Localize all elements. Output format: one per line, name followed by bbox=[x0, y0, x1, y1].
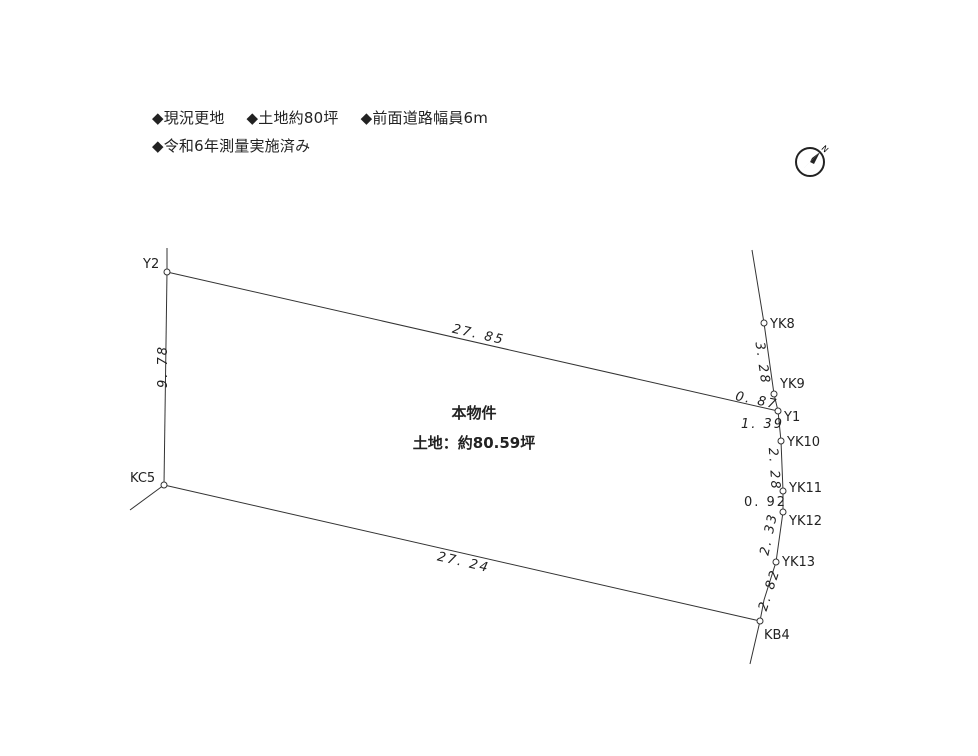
label-y1: Y1 bbox=[783, 410, 800, 425]
note-road-width: ◆前面道路幅員6m bbox=[360, 109, 489, 127]
note-survey: ◆令和6年測量実施済み bbox=[152, 137, 311, 155]
west-boundary-line bbox=[163, 271, 168, 486]
point-marker-yk13 bbox=[772, 558, 780, 566]
compass-north-label: N bbox=[819, 144, 830, 155]
label-kc5: KC5 bbox=[130, 471, 155, 486]
label-yk8: YK8 bbox=[769, 317, 795, 332]
label-yk11: YK11 bbox=[788, 481, 822, 496]
kc5-extension bbox=[129, 484, 165, 511]
point-marker-kc5 bbox=[160, 481, 168, 489]
label-y2: Y2 bbox=[142, 257, 159, 272]
point-marker-kb4 bbox=[756, 617, 764, 625]
south-boundary-line bbox=[163, 484, 761, 622]
point-marker-yk9 bbox=[770, 390, 778, 398]
dim-yk10-yk11: 2. 28 bbox=[765, 447, 783, 491]
dim-yk11-yk12: 0. 92 bbox=[744, 495, 787, 510]
point-marker-y2 bbox=[163, 268, 171, 276]
notes-line-1: ◆現況更地 ◆土地約80坪 ◆前面道路幅員6m bbox=[152, 104, 510, 132]
point-marker-yk12 bbox=[779, 508, 787, 516]
label-kb4: KB4 bbox=[764, 628, 790, 643]
point-marker-yk8 bbox=[760, 319, 768, 327]
notes: ◆現況更地 ◆土地約80坪 ◆前面道路幅員6m ◆令和6年測量実施済み bbox=[152, 104, 510, 160]
point-marker-y1 bbox=[774, 407, 782, 415]
north-arrow-icon: N bbox=[795, 144, 830, 177]
label-yk12: YK12 bbox=[788, 514, 822, 529]
dim-left: 9. 78 bbox=[156, 345, 171, 388]
dim-yk8-yk9: 3. 28 bbox=[752, 341, 773, 386]
property-title: 本物件 bbox=[451, 404, 496, 422]
dim-yk13-kb4: 2. 82 bbox=[756, 567, 784, 613]
note-vacant-land: ◆現況更地 bbox=[152, 109, 225, 127]
dim-top: 27. 85 bbox=[451, 322, 506, 348]
label-yk9: YK9 bbox=[779, 377, 805, 392]
point-marker-yk10 bbox=[777, 437, 785, 445]
dim-y1-yk10: 1. 39 bbox=[741, 417, 784, 432]
point-marker-yk11 bbox=[779, 487, 787, 495]
label-yk13: YK13 bbox=[781, 555, 815, 570]
label-yk10: YK10 bbox=[786, 435, 820, 450]
property-area: 土地：約80.59坪 bbox=[413, 434, 535, 452]
north-boundary-line bbox=[166, 271, 779, 412]
note-land-area: ◆土地約80坪 bbox=[246, 109, 339, 127]
notes-line-2: ◆令和6年測量実施済み bbox=[152, 132, 510, 160]
